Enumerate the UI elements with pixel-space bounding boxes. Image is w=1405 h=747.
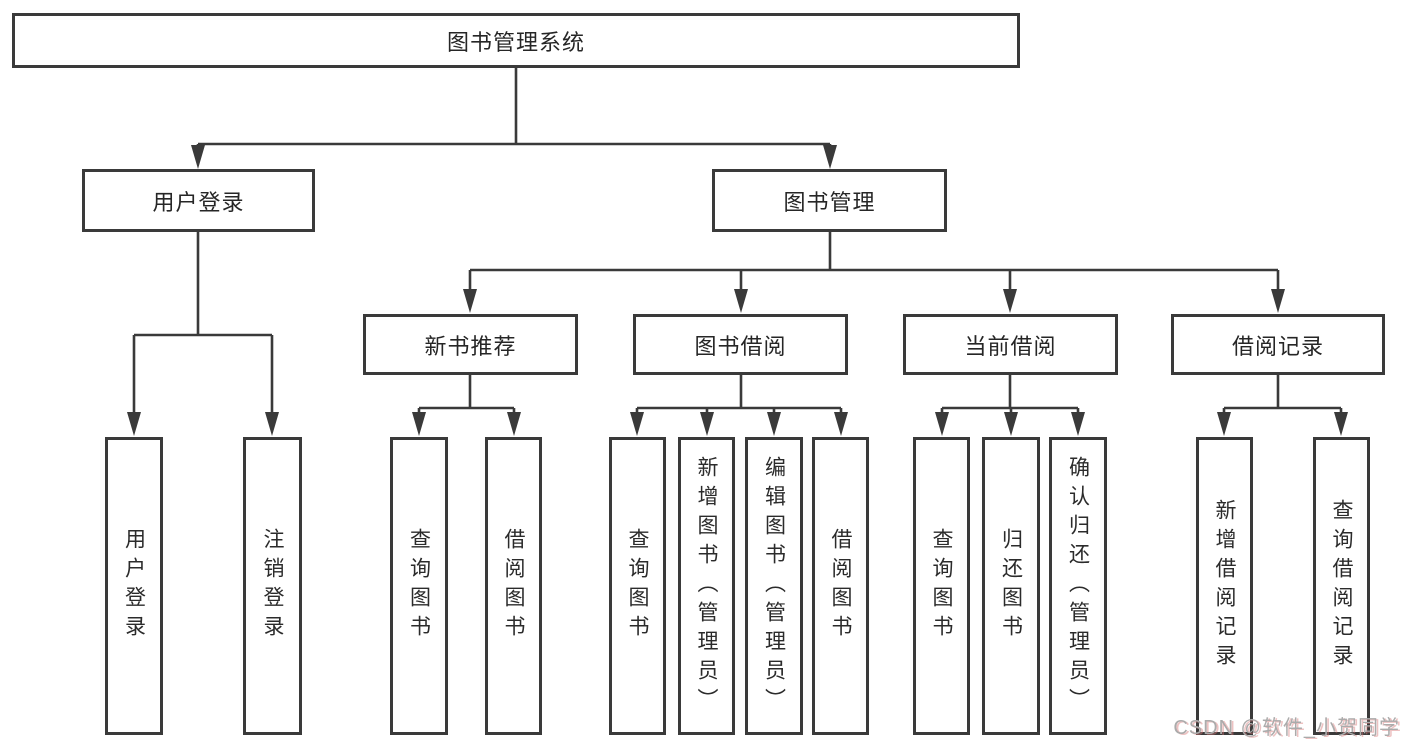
node-label: 确认归还（管理员） — [1066, 455, 1090, 717]
node-label: 图书借阅 — [694, 333, 787, 359]
node-label: 新书推荐 — [424, 333, 517, 359]
node-label: 借阅图书 — [829, 528, 852, 644]
node-book-management: 图书管理 — [712, 169, 947, 232]
node-label: 注销登录 — [261, 528, 284, 644]
leaf-edit-books-admin: 编辑图书（管理员） — [745, 437, 803, 735]
node-label: 查询借阅记录 — [1330, 499, 1353, 673]
node-label: 用户登录 — [152, 189, 245, 215]
csdn-watermark: CSDN @软件_小贺同学 — [1173, 717, 1400, 739]
leaf-confirm-return-admin: 确认归还（管理员） — [1049, 437, 1107, 735]
leaf-query-books-recommendation: 查询图书 — [390, 437, 448, 735]
node-book-borrowing: 图书借阅 — [633, 314, 848, 375]
node-label: 新增图书（管理员） — [695, 455, 718, 717]
leaf-return-books: 归还图书 — [982, 437, 1040, 735]
leaf-query-books-current: 查询图书 — [913, 437, 970, 735]
node-new-book-recommendation: 新书推荐 — [363, 314, 578, 375]
node-current-borrowing: 当前借阅 — [903, 314, 1118, 375]
leaf-borrow-books-recommendation: 借阅图书 — [485, 437, 542, 735]
node-label: 借阅记录 — [1231, 333, 1324, 359]
node-label: 编辑图书（管理员） — [762, 455, 786, 717]
node-label: 新增借阅记录 — [1213, 499, 1236, 673]
leaf-query-borrow-record: 查询借阅记录 — [1313, 437, 1370, 735]
leaf-query-books-borrowing: 查询图书 — [609, 437, 666, 735]
leaf-user-login: 用户登录 — [105, 437, 163, 735]
leaf-borrow-books-borrowing: 借阅图书 — [812, 437, 869, 735]
node-label: 当前借阅 — [964, 333, 1057, 359]
node-borrowing-records: 借阅记录 — [1171, 314, 1385, 375]
leaf-add-books-admin: 新增图书（管理员） — [678, 437, 735, 735]
node-library-management-system: 图书管理系统 — [12, 13, 1020, 68]
node-label: 图书管理系统 — [446, 29, 585, 55]
node-label: 借阅图书 — [502, 528, 525, 644]
leaf-add-borrow-record: 新增借阅记录 — [1196, 437, 1253, 735]
node-label: 查询图书 — [930, 528, 953, 644]
node-label: 查询图书 — [626, 528, 649, 644]
node-label: 查询图书 — [407, 528, 431, 644]
node-label: 用户登录 — [122, 528, 146, 644]
node-user-login: 用户登录 — [82, 169, 315, 232]
node-label: 图书管理 — [783, 189, 876, 215]
node-label: 归还图书 — [999, 528, 1023, 644]
leaf-logout: 注销登录 — [243, 437, 302, 735]
